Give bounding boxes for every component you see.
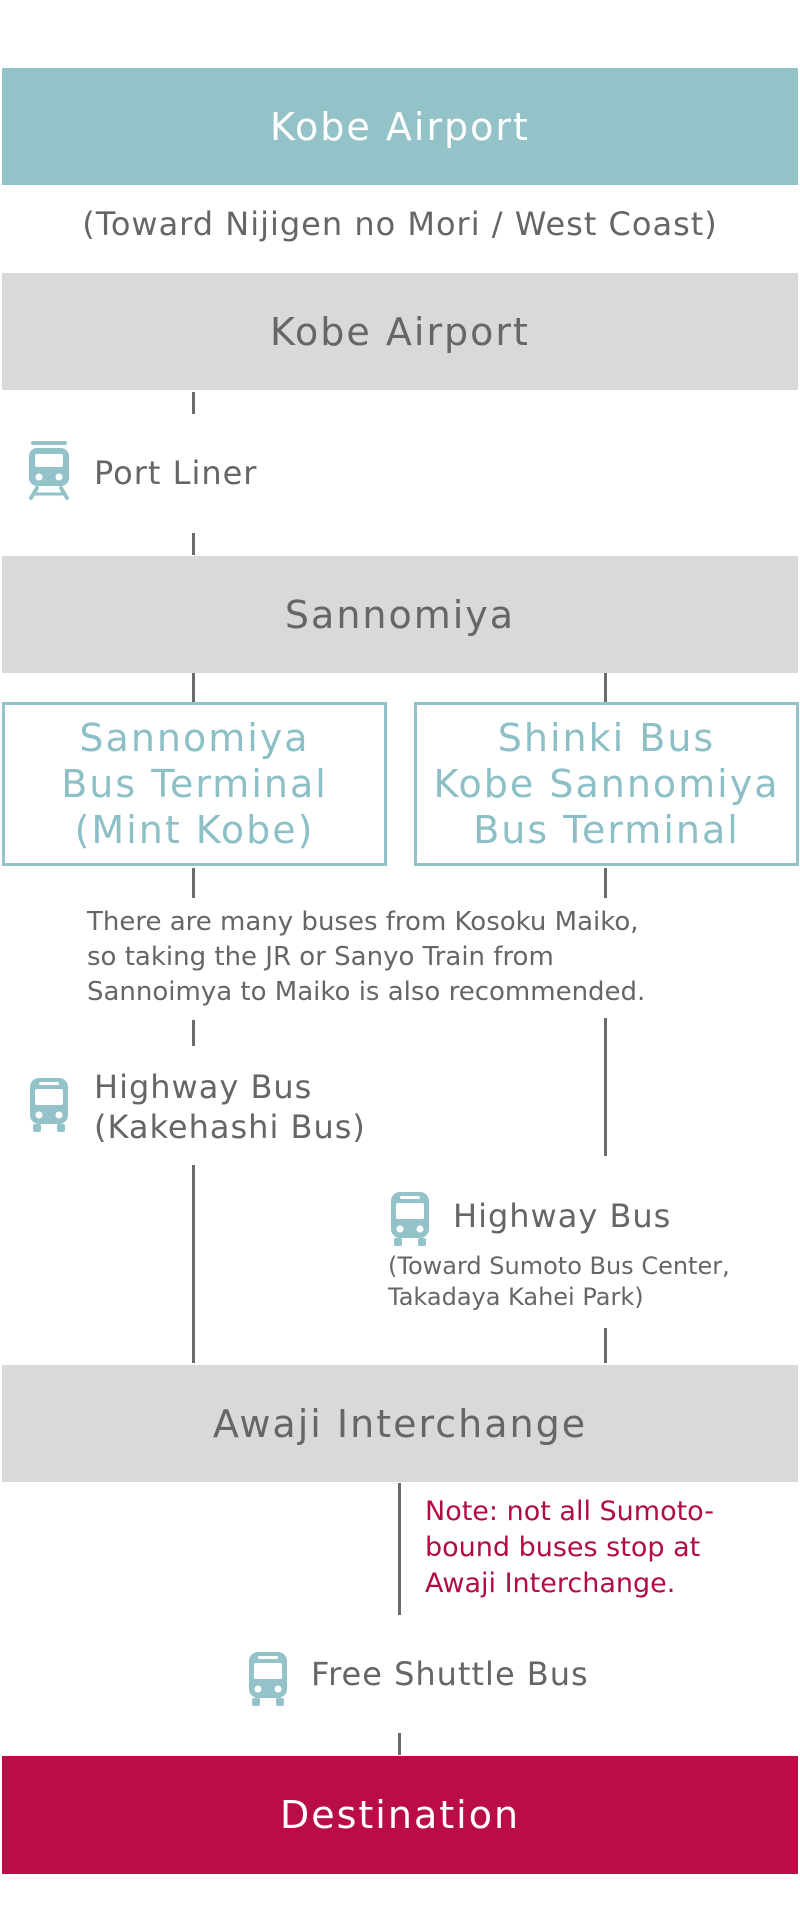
route-line [604, 1018, 607, 1156]
bus-icon [388, 1188, 432, 1248]
route-line [192, 1020, 195, 1046]
route-line [398, 1483, 401, 1615]
terminal-line: (Mint Kobe) [74, 808, 315, 852]
station-kobe-airport: Kobe Airport [2, 273, 798, 390]
terminal-line: Sannomiya [79, 716, 310, 760]
route-line [192, 868, 195, 898]
sumoto-note-line: bound buses stop at [425, 1532, 701, 1563]
port-liner-label: Port Liner [94, 454, 258, 492]
sumoto-note-line: Note: not all Sumoto- [425, 1496, 714, 1527]
route-line [604, 868, 607, 898]
route-line [192, 392, 195, 414]
highway-bus-right-note: (Toward Sumoto Bus Center, [388, 1252, 730, 1280]
highway-bus-right-label: Highway Bus [453, 1197, 672, 1235]
terminal-line: Bus Terminal [473, 808, 740, 852]
station-sannomiya: Sannomiya [2, 556, 798, 673]
header-title: Kobe Airport [2, 68, 798, 185]
maiko-note-line: Sannoimya to Maiko is also recommended. [87, 977, 646, 1007]
highway-bus-right-note: Takadaya Kahei Park) [388, 1283, 644, 1311]
route-line [192, 673, 195, 702]
route-line [398, 1733, 401, 1755]
highway-bus-left-sublabel: (Kakehashi Bus) [94, 1108, 366, 1146]
terminal-shinki-bus: Shinki Bus Kobe Sannomiya Bus Terminal [414, 702, 799, 866]
maiko-note-line: There are many buses from Kosoku Maiko, [87, 907, 639, 937]
terminal-mint-kobe: Sannomiya Bus Terminal (Mint Kobe) [2, 702, 387, 866]
header-subtitle: (Toward Nijigen no Mori / West Coast) [82, 205, 718, 243]
terminal-line: Bus Terminal [61, 762, 328, 806]
free-shuttle-bus-label: Free Shuttle Bus [311, 1655, 589, 1693]
station-destination: Destination [2, 1756, 798, 1874]
sumoto-note-line: Awaji Interchange. [425, 1568, 676, 1599]
station-awaji-interchange: Awaji Interchange [2, 1365, 798, 1482]
route-line [604, 673, 607, 702]
maiko-note-line: so taking the JR or Sanyo Train from [87, 942, 554, 972]
bus-icon [246, 1648, 290, 1708]
route-line [604, 1328, 607, 1363]
bus-icon [27, 1074, 71, 1134]
train-icon [27, 440, 71, 500]
terminal-line: Shinki Bus [497, 716, 716, 760]
highway-bus-left-label: Highway Bus [94, 1068, 313, 1106]
route-line [192, 533, 195, 555]
route-line [192, 1165, 195, 1363]
terminal-line: Kobe Sannomiya [433, 762, 780, 806]
